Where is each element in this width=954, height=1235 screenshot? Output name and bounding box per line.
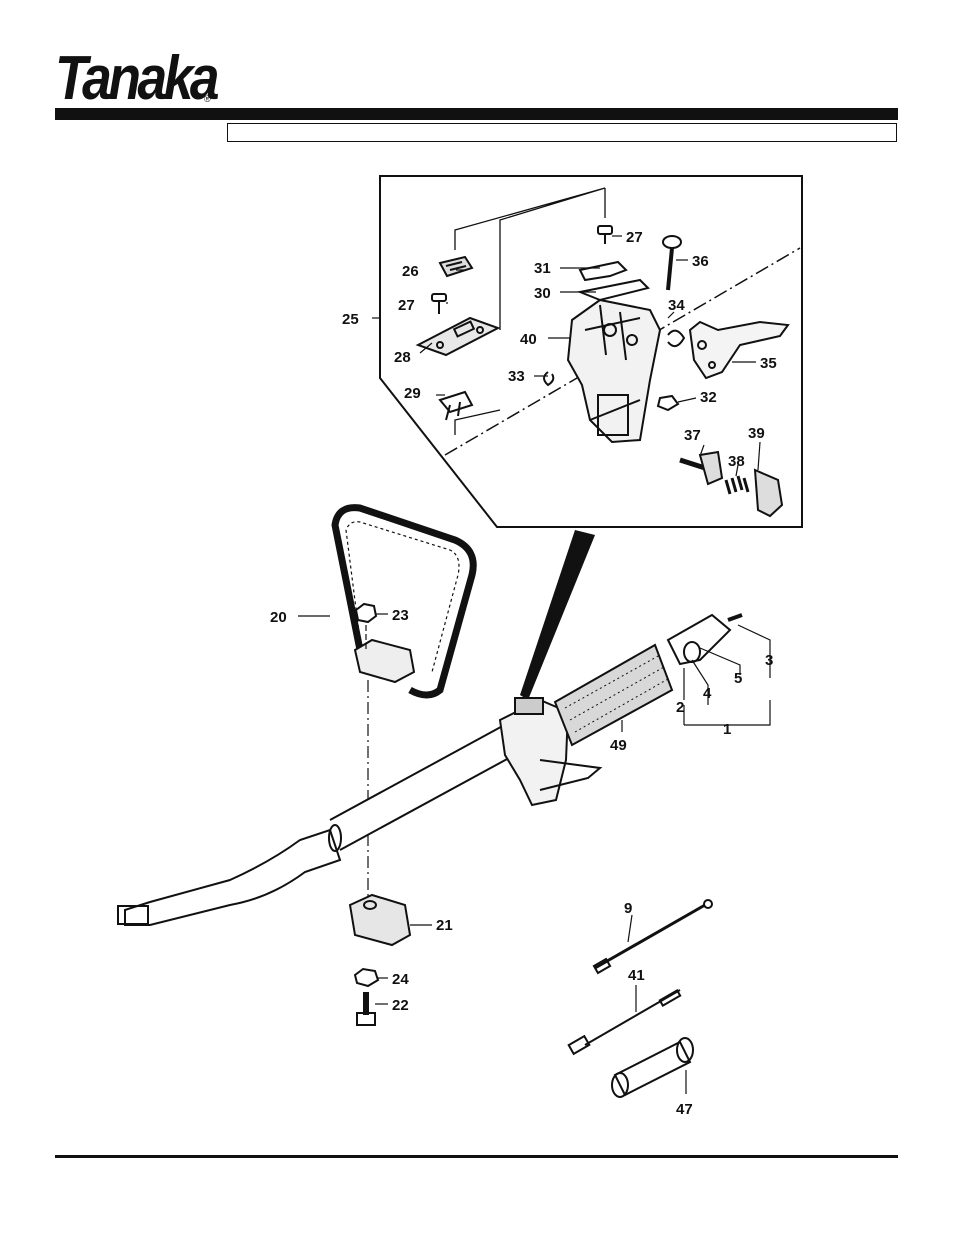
part-24-nut <box>353 967 380 988</box>
callout-25: 25 <box>342 311 359 328</box>
callout-41: 41 <box>628 967 645 984</box>
part-47-tube <box>611 1037 694 1098</box>
callout-28: 28 <box>394 349 411 366</box>
callout-34: 34 <box>668 297 685 314</box>
brand-logo: Tanaka <box>55 44 220 113</box>
callout-38: 38 <box>728 453 745 470</box>
callout-30: 30 <box>534 285 551 302</box>
callout-29: 29 <box>404 385 421 402</box>
callout-3: 3 <box>765 652 773 669</box>
callout-24: 24 <box>392 971 409 988</box>
part-23-nut <box>354 602 378 624</box>
shaft-tube <box>117 720 522 926</box>
callout-40: 40 <box>520 331 537 348</box>
header-rule <box>55 108 898 120</box>
part-35-trigger <box>688 320 790 380</box>
part-40-housing <box>566 298 662 444</box>
registered-mark: ® <box>204 94 211 104</box>
callout-35: 35 <box>760 355 777 372</box>
part-20-handle <box>331 504 477 699</box>
assembly-1-bracket <box>683 624 771 726</box>
callout-20: 20 <box>270 609 287 626</box>
callout-27-left: 27 <box>398 297 415 314</box>
callout-1: 1 <box>723 721 731 738</box>
part-28-plate <box>415 316 501 357</box>
callout-2: 2 <box>676 699 684 716</box>
callout-31: 31 <box>534 260 551 277</box>
callout-5: 5 <box>734 670 742 687</box>
callout-32: 32 <box>700 389 717 406</box>
part-30-lever <box>576 278 650 302</box>
part-34-spring <box>667 329 686 348</box>
part-9-cable <box>592 899 713 975</box>
throttle-housing <box>498 697 603 807</box>
part-27-screw-top <box>597 225 613 244</box>
title-box <box>227 123 897 142</box>
callout-33: 33 <box>508 368 525 385</box>
handle-clamp-upper <box>353 638 416 684</box>
part-22-bolt <box>356 992 376 1026</box>
callout-21: 21 <box>436 917 453 934</box>
part-41-wire <box>567 989 682 1056</box>
callout-36: 36 <box>692 253 709 270</box>
callout-22: 22 <box>392 997 409 1014</box>
part-38-spring <box>724 475 750 495</box>
callout-47: 47 <box>676 1101 693 1118</box>
part-21-clamp <box>348 893 412 947</box>
callout-27-top: 27 <box>626 229 643 246</box>
detail-arrow <box>520 530 595 700</box>
part-27-screw-left <box>431 293 447 314</box>
detail-inset-frame <box>379 175 803 528</box>
part-26-knob <box>438 255 474 278</box>
callout-49: 49 <box>610 737 627 754</box>
callout-39: 39 <box>748 425 765 442</box>
callout-23: 23 <box>392 607 409 624</box>
leader-lines <box>298 235 761 1094</box>
group-25-bracket <box>454 187 606 435</box>
part-29-switch <box>438 390 474 421</box>
part-32-nut <box>656 394 680 412</box>
part-49-grip <box>553 643 674 747</box>
part-36-bolt <box>662 235 682 291</box>
shaft-end-fitting <box>666 613 743 666</box>
part-33-clip <box>543 371 555 387</box>
part-31-lever <box>578 260 628 282</box>
callout-9: 9 <box>624 900 632 917</box>
callout-26: 26 <box>402 263 419 280</box>
footer-rule <box>55 1155 898 1158</box>
callout-37: 37 <box>684 427 701 444</box>
part-39-cover <box>753 468 784 518</box>
callout-4: 4 <box>703 685 712 702</box>
part-37-pin <box>679 450 724 486</box>
